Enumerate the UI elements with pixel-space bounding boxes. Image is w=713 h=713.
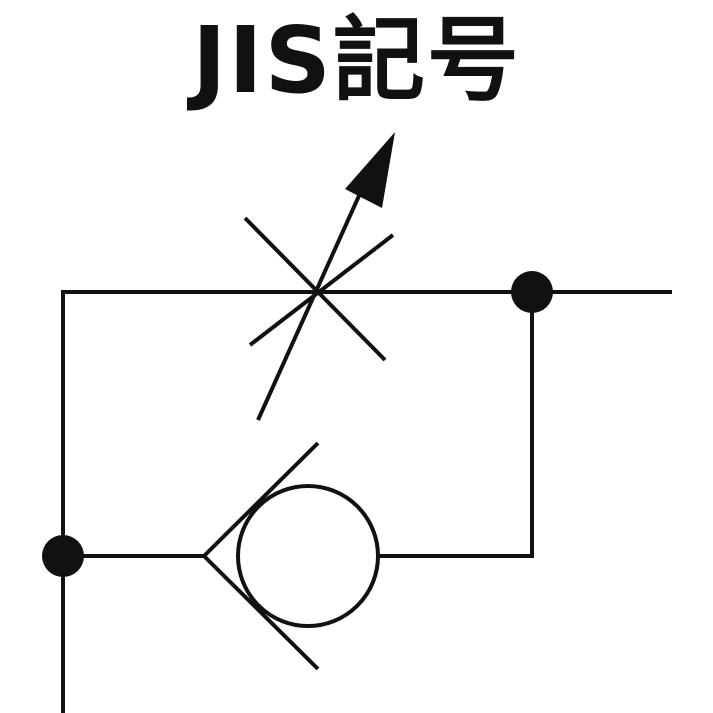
check-valve-ball bbox=[236, 484, 380, 628]
left-and-top-line bbox=[61, 290, 672, 713]
junction-dot-right bbox=[511, 271, 553, 313]
check-valve-seat-lower bbox=[202, 554, 320, 671]
right-branch-line bbox=[378, 292, 534, 558]
check-valve-symbol bbox=[202, 441, 380, 671]
adjust-arrow-head-icon bbox=[345, 132, 395, 208]
throttle-line-upper-right bbox=[248, 233, 395, 347]
page-title: JIS記号 bbox=[192, 7, 521, 114]
adjust-arrow-shaft bbox=[256, 177, 369, 421]
check-valve-seat-upper bbox=[202, 441, 320, 558]
variable-throttle-valve-symbol bbox=[243, 132, 395, 421]
junction-dot-left bbox=[42, 535, 84, 577]
